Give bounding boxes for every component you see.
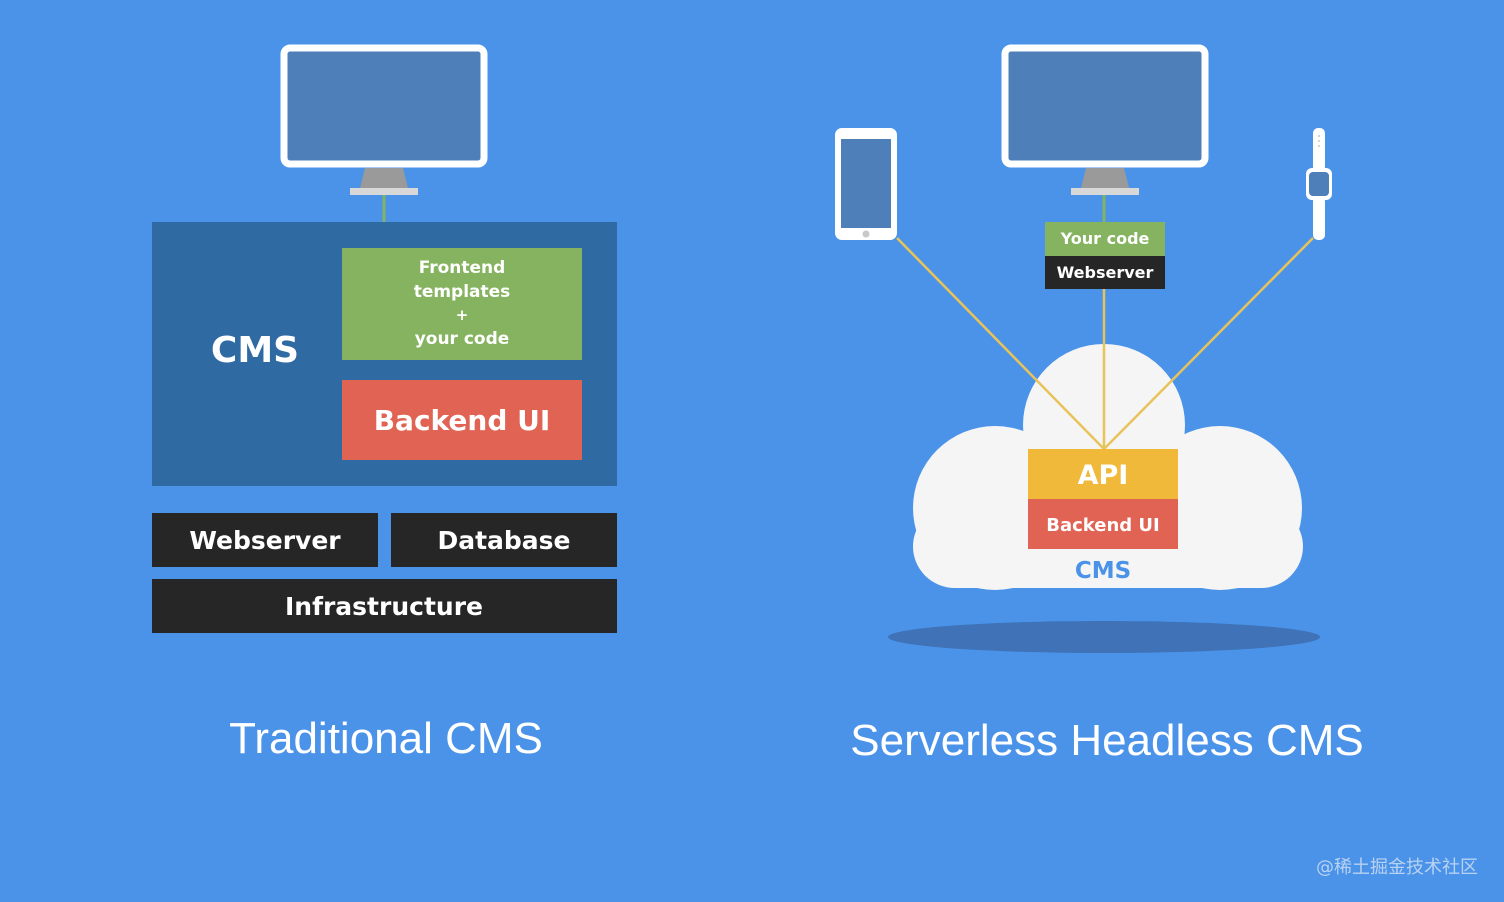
your-code-label: Your code: [1060, 229, 1150, 248]
database-box: [391, 513, 617, 567]
cms-label: CMS: [211, 330, 299, 371]
cms-label: CMS: [1075, 558, 1131, 584]
traditional-cms-diagram: CMS Frontend templates + your code Backe…: [152, 44, 617, 763]
desktop-monitor-icon: [280, 44, 488, 195]
frontend-line-1: Frontend: [419, 258, 506, 278]
traditional-cms-caption: Traditional CMS: [229, 714, 543, 763]
database-label: Database: [437, 526, 570, 555]
webserver-box: [152, 513, 378, 567]
serverless-cms-caption: Serverless Headless CMS: [850, 716, 1364, 765]
backend-ui-box: [1028, 499, 1178, 549]
api-connection-lines: [896, 237, 1314, 450]
infrastructure-box: [152, 579, 617, 633]
api-label: API: [1078, 460, 1129, 491]
backend-ui-label: Backend UI: [374, 404, 551, 437]
cloud-shadow: [888, 621, 1320, 653]
smartwatch-icon: [1306, 128, 1332, 240]
infrastructure-label: Infrastructure: [285, 592, 483, 621]
api-box: [1028, 449, 1178, 499]
mobile-phone-icon: [835, 128, 897, 240]
frontend-templates-box: [342, 248, 582, 360]
desktop-monitor-icon: [1001, 44, 1209, 195]
frontend-line-4: your code: [415, 329, 510, 349]
backend-ui-box: [342, 380, 582, 460]
frontend-line-3: +: [456, 306, 469, 324]
your-code-box: [1045, 222, 1165, 256]
frontend-line-2: templates: [414, 282, 511, 302]
webserver-label: Webserver: [1057, 263, 1154, 282]
webserver-box: [1045, 256, 1165, 289]
webserver-label: Webserver: [189, 526, 341, 555]
backend-ui-label: Backend UI: [1046, 515, 1160, 536]
watermark: @稀土掘金技术社区: [1316, 857, 1478, 878]
serverless-cms-diagram: Your code Webserver API Backend UI CMS S…: [835, 44, 1364, 765]
